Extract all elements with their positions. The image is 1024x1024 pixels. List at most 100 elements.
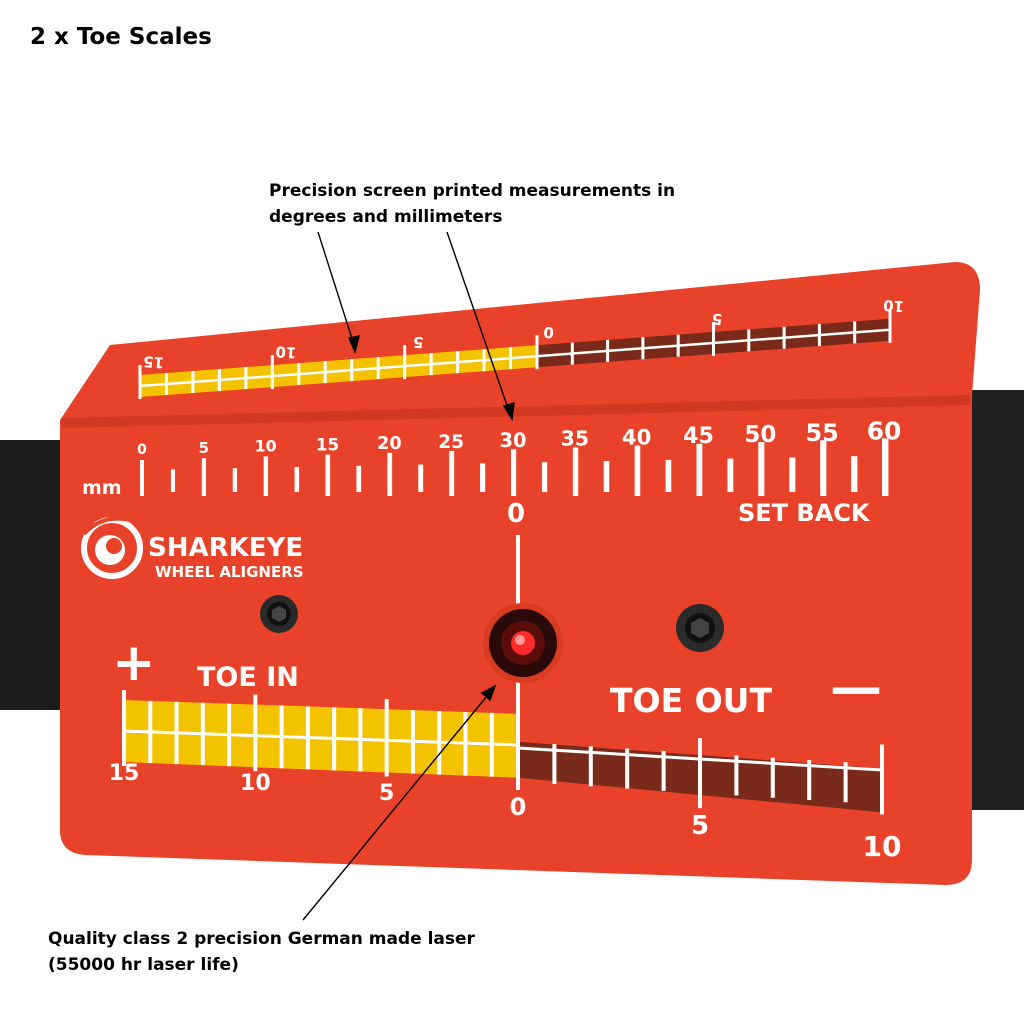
upper-tick bbox=[164, 373, 168, 396]
mm-scale-tick bbox=[572, 447, 579, 496]
upper-scale-label: 5 bbox=[412, 333, 424, 352]
mm-scale-tick bbox=[820, 440, 827, 496]
mm-scale-tick bbox=[634, 445, 641, 496]
toe-in-tick bbox=[410, 710, 415, 774]
toe-out-tick bbox=[552, 744, 557, 785]
mm-scale-tick bbox=[232, 468, 238, 492]
bottom-caption: Quality class 2 precision German made la… bbox=[48, 926, 548, 978]
upper-tick bbox=[297, 363, 301, 386]
toe-in-label-value: 15 bbox=[109, 761, 140, 786]
mm-scale-tick bbox=[603, 461, 610, 492]
mm-scale-tick bbox=[263, 456, 269, 496]
mm-scale-label: 25 bbox=[438, 432, 464, 453]
callout-arrows bbox=[302, 231, 515, 921]
toe-in-tick bbox=[122, 690, 126, 766]
toe-out-tick bbox=[843, 762, 848, 803]
plate-fold-shadow bbox=[62, 395, 970, 428]
upper-tick bbox=[270, 355, 274, 390]
mm-scale-tick bbox=[789, 457, 796, 492]
upper-tick bbox=[482, 349, 486, 372]
toe-in-tick bbox=[358, 708, 363, 772]
mm-scale-label: 50 bbox=[744, 422, 776, 448]
toe-out-label-value: 10 bbox=[863, 830, 902, 863]
toe-out-tick bbox=[698, 738, 702, 809]
toe-in-tick bbox=[200, 702, 205, 766]
upper-tick bbox=[641, 337, 645, 360]
toe-in-tick bbox=[279, 705, 284, 769]
mm-scale-tick bbox=[201, 458, 207, 496]
upper-tick bbox=[429, 353, 433, 376]
mm-scale-label: 5 bbox=[199, 439, 209, 457]
mm-scale-label: 10 bbox=[255, 437, 277, 456]
upper-tick bbox=[782, 326, 786, 349]
toe-out-tick bbox=[807, 759, 812, 800]
mm-scale-tick bbox=[325, 454, 331, 496]
upper-scale-label: 10 bbox=[883, 296, 905, 315]
upper-tick bbox=[676, 334, 680, 357]
mm-scale-tick bbox=[170, 469, 176, 492]
toe-in-tick bbox=[463, 711, 468, 776]
toe-in-tick bbox=[174, 701, 179, 765]
set-back-label: SET BACK bbox=[738, 499, 871, 527]
toe-in-tick bbox=[148, 700, 153, 764]
toe-out-tick bbox=[734, 755, 739, 796]
toe-in-tick bbox=[305, 706, 310, 770]
upper-tick bbox=[747, 329, 751, 352]
toe-in-label: TOE IN bbox=[197, 662, 299, 693]
brand-subtitle: WHEEL ALIGNERS bbox=[155, 563, 304, 581]
upper-tick bbox=[376, 357, 380, 380]
mm-scale-tick bbox=[387, 452, 393, 496]
toe-in-tick bbox=[516, 703, 520, 782]
upper-mid-line bbox=[139, 328, 891, 388]
top-caption-line-2: degrees and millimeters bbox=[269, 207, 503, 227]
upper-scale-zero: 0 bbox=[543, 323, 555, 342]
hex-screw-icon bbox=[676, 604, 724, 652]
upper-scale-label: 15 bbox=[143, 352, 165, 371]
toe-out-tick bbox=[625, 748, 630, 789]
upper-tick bbox=[888, 308, 892, 343]
toe-in-tick bbox=[227, 703, 232, 767]
mm-scale-tick bbox=[418, 464, 424, 492]
toe-in-tick bbox=[489, 712, 494, 777]
set-back-zero: 0 bbox=[507, 499, 525, 529]
top-caption-line-1: Precision screen printed measurements in bbox=[269, 181, 676, 201]
upper-tick bbox=[456, 351, 460, 374]
red-laser-dot-icon bbox=[483, 603, 563, 683]
toe-in-label-value: 5 bbox=[379, 781, 394, 806]
brand-name: SHARKEYE bbox=[148, 533, 303, 563]
toe-in-tick bbox=[384, 699, 389, 777]
mm-scale-tick bbox=[480, 463, 486, 492]
mm-scale-tick bbox=[851, 456, 858, 492]
upper-tick bbox=[323, 361, 327, 384]
mm-scale-label: 20 bbox=[377, 434, 401, 454]
upper-tick bbox=[217, 369, 221, 392]
mm-scale-label: 60 bbox=[867, 417, 902, 446]
mm-scale-tick bbox=[294, 467, 300, 492]
toe-out-tick bbox=[588, 746, 593, 787]
mm-scale-label: 15 bbox=[316, 434, 339, 454]
minus-sign: — bbox=[830, 658, 882, 718]
hex-screw-icon bbox=[260, 595, 298, 633]
shark-eye-logo-icon bbox=[81, 516, 143, 579]
upper-tick bbox=[350, 359, 354, 382]
mm-scale-tick bbox=[665, 459, 672, 492]
upper-scale-label: 10 bbox=[275, 342, 297, 361]
toe-in-tick bbox=[437, 711, 442, 775]
mm-scale-tick bbox=[140, 460, 144, 496]
upper-tick bbox=[817, 324, 821, 347]
mm-scale-tick bbox=[882, 438, 889, 496]
plus-sign: + bbox=[112, 633, 156, 693]
upper-tick bbox=[606, 339, 610, 362]
toe-out-tick bbox=[770, 757, 775, 798]
upper-tick bbox=[853, 321, 857, 344]
upper-tick bbox=[535, 335, 539, 370]
mm-scale-tick bbox=[696, 443, 703, 496]
bottom-caption-line-1: Quality class 2 precision German made la… bbox=[48, 929, 475, 949]
mm-scale-tick bbox=[758, 442, 765, 496]
mm-scale-tick bbox=[449, 451, 455, 496]
upper-tick bbox=[570, 342, 574, 365]
